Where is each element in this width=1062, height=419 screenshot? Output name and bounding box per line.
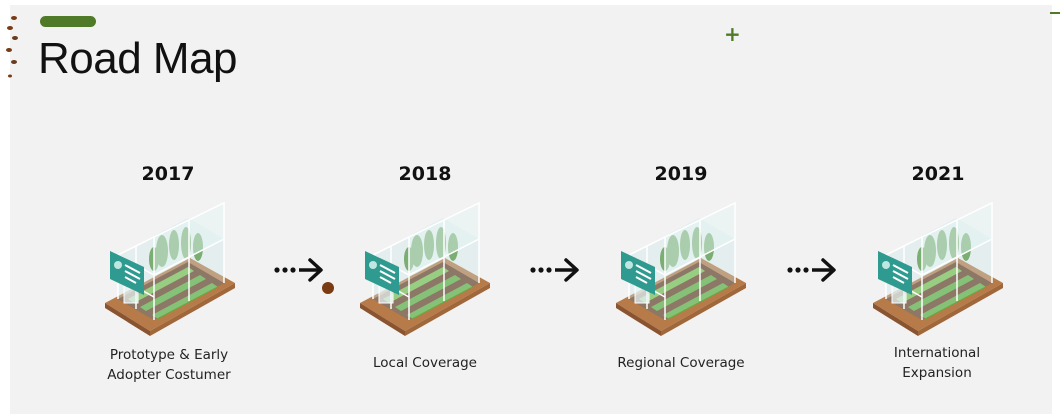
greenhouse-icon [359, 202, 491, 337]
milestone-year: 2018 [398, 163, 452, 185]
milestone-year: 2017 [141, 163, 195, 185]
title-accent-bar [40, 16, 96, 27]
arrow-right-icon [528, 258, 579, 282]
slide-canvas [10, 5, 1052, 414]
milestone-year: 2021 [911, 163, 965, 185]
greenhouse-icon [104, 202, 236, 337]
milestone-label-line: International [893, 345, 981, 361]
milestone-label: Local Coverage [340, 353, 510, 373]
greenhouse-icon [872, 202, 1004, 337]
milestone-label-line: Regional Coverage [617, 355, 745, 371]
milestone-label-line: Prototype & Early [109, 347, 229, 363]
milestone-label: Prototype & Early Adopter Costumer [84, 345, 254, 385]
corner-decoration [1050, 12, 1060, 14]
decorative-seeds-icon [6, 16, 18, 78]
milestone-year: 2019 [654, 163, 708, 185]
page-title: Road Map [38, 34, 238, 83]
milestone-label-line: Adopter Costumer [107, 367, 231, 383]
greenhouse-icon [615, 202, 747, 337]
plus-decoration: + [724, 22, 741, 46]
milestone-label-line: Expansion [902, 365, 972, 381]
arrow-right-icon [272, 258, 323, 282]
milestone-label: Regional Coverage [596, 353, 766, 373]
milestone-label-line: Local Coverage [373, 355, 477, 371]
arrow-right-icon [785, 258, 836, 282]
milestone-label: International Expansion [852, 343, 1022, 383]
decorative-dot [322, 282, 334, 294]
